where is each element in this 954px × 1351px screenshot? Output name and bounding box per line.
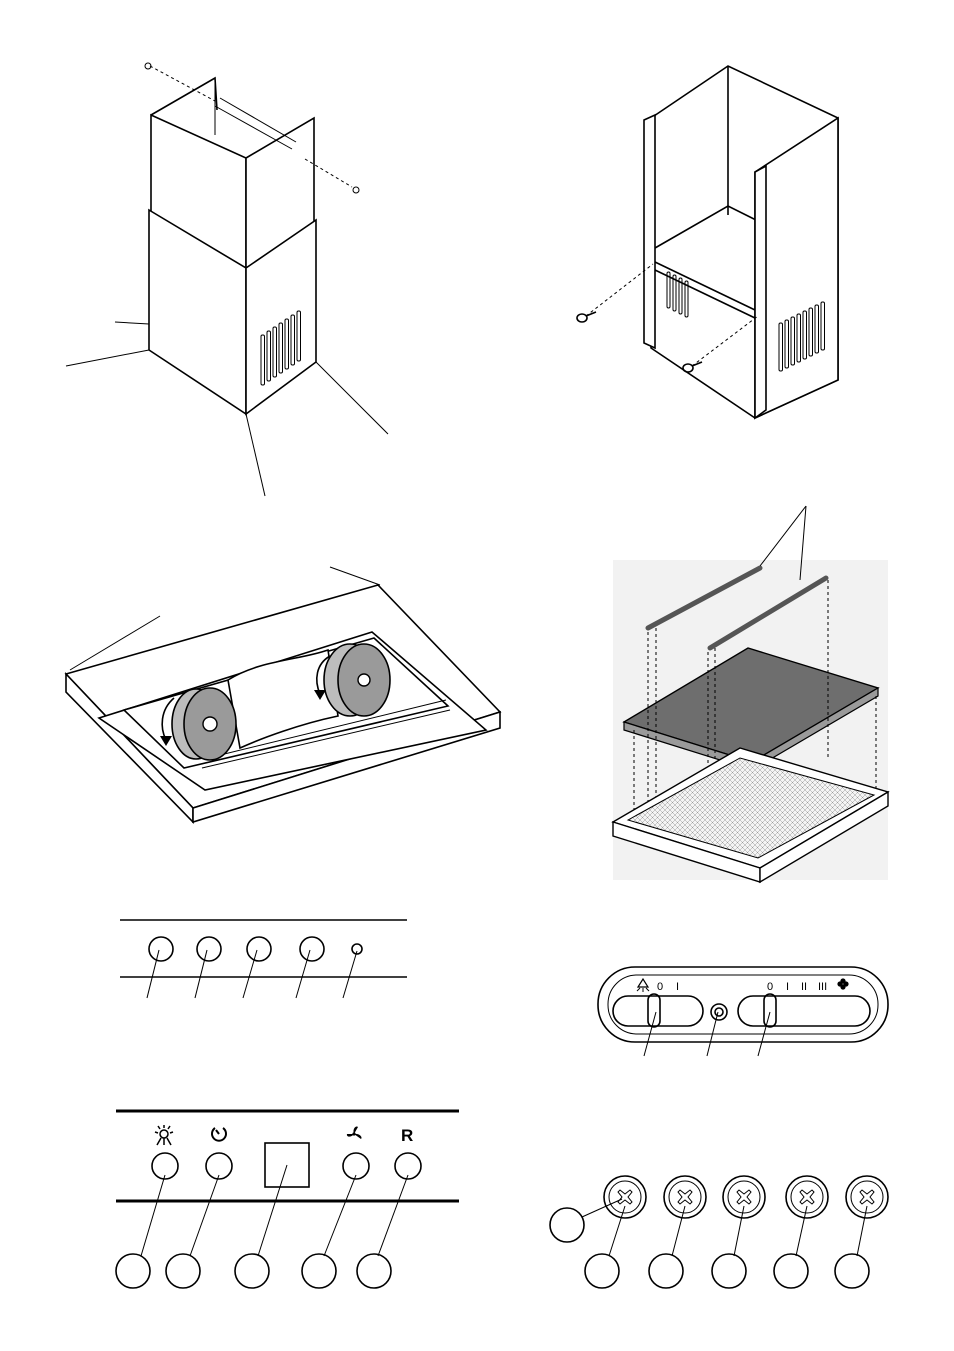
- fan-slider-track[interactable]: [738, 996, 870, 1026]
- light-label-0: 0: [657, 981, 663, 993]
- callout-circle: [116, 1254, 150, 1288]
- fan-label-2: II: [801, 981, 807, 993]
- panel-button-1[interactable]: [149, 937, 173, 961]
- callout-circle: [235, 1254, 269, 1288]
- callout-circle: [302, 1254, 336, 1288]
- screw-icon: [353, 187, 359, 193]
- round-button-3[interactable]: [723, 1176, 765, 1218]
- chimney-right-face: [755, 118, 838, 418]
- light-slider-track[interactable]: [613, 996, 703, 1026]
- light-label-1: I: [676, 981, 679, 993]
- carbon-filter-icon: [324, 644, 390, 716]
- chimney-left-flange: [644, 115, 655, 348]
- grease-filter-figure: [613, 506, 888, 882]
- round-button-2[interactable]: [664, 1176, 706, 1218]
- round-button-4[interactable]: [786, 1176, 828, 1218]
- callout-circle: [712, 1254, 746, 1288]
- callout-circle: [835, 1254, 869, 1288]
- plus-icon: [837, 978, 848, 989]
- fan-icon: [347, 1126, 362, 1139]
- timer-icon: [212, 1128, 226, 1141]
- chimney-bracket-figure: [577, 66, 838, 418]
- callout-circle: [357, 1254, 391, 1288]
- touch-panel-figure: R: [116, 1111, 459, 1288]
- light-slider-knob[interactable]: [648, 994, 660, 1027]
- callout-circle: [585, 1254, 619, 1288]
- round-button-1[interactable]: [604, 1176, 646, 1218]
- fan-label-3: III: [818, 981, 827, 993]
- indicator-led: [711, 1004, 727, 1020]
- slider-panel-outer: [598, 967, 888, 1042]
- fan-label-1: I: [786, 981, 789, 993]
- round-button-5[interactable]: [846, 1176, 888, 1218]
- carbon-filter-icon: [172, 688, 236, 760]
- chimney-assembly-figure: [66, 63, 388, 496]
- light-icon: [637, 979, 649, 992]
- button-panel-figure: [120, 920, 407, 998]
- callout-circle: [166, 1254, 200, 1288]
- callout-circle: [649, 1254, 683, 1288]
- panel-button-2[interactable]: [197, 937, 221, 961]
- slider-panel-figure: 0 I 0 I II III: [598, 967, 888, 1056]
- reset-label: R: [401, 1126, 413, 1145]
- callout-circle: [550, 1208, 584, 1242]
- fan-slider-knob[interactable]: [764, 994, 776, 1027]
- fan-label-0: 0: [767, 981, 773, 993]
- panel-button-3[interactable]: [247, 937, 271, 961]
- panel-button-4[interactable]: [300, 937, 324, 961]
- light-icon: [155, 1125, 173, 1145]
- callout-circle: [774, 1254, 808, 1288]
- hood-carbon-filter-figure: [66, 567, 500, 822]
- round-button-row-figure: [550, 1176, 888, 1288]
- screw-icon: [577, 312, 596, 322]
